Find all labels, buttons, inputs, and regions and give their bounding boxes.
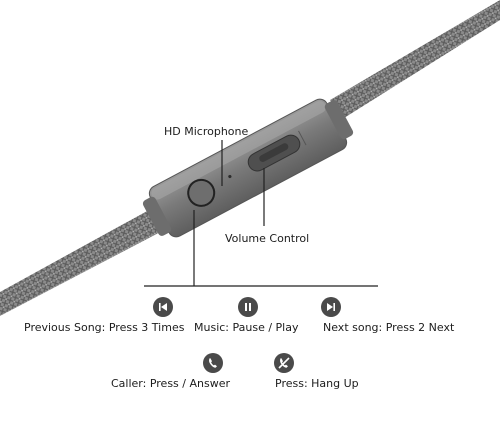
previous-icon: [153, 297, 173, 317]
phone-icon: [203, 353, 223, 373]
hang-up-icon: [274, 353, 294, 373]
cable-lower: [0, 205, 168, 316]
pause-icon: [238, 297, 258, 317]
next-icon: [321, 297, 341, 317]
cable-upper: [330, 0, 500, 118]
hang-up-label: Press: Hang Up: [275, 377, 359, 390]
microphone-label: HD Microphone: [164, 125, 249, 138]
next-song-label: Next song: Press 2 Next: [323, 321, 455, 334]
caller-answer-label: Caller: Press / Answer: [111, 377, 230, 390]
previous-song-label: Previous Song: Press 3 Times: [24, 321, 185, 334]
inline-remote: [142, 98, 354, 238]
volume-label: Volume Control: [225, 232, 310, 245]
music-pause-play-label: Music: Pause / Play: [194, 321, 299, 334]
